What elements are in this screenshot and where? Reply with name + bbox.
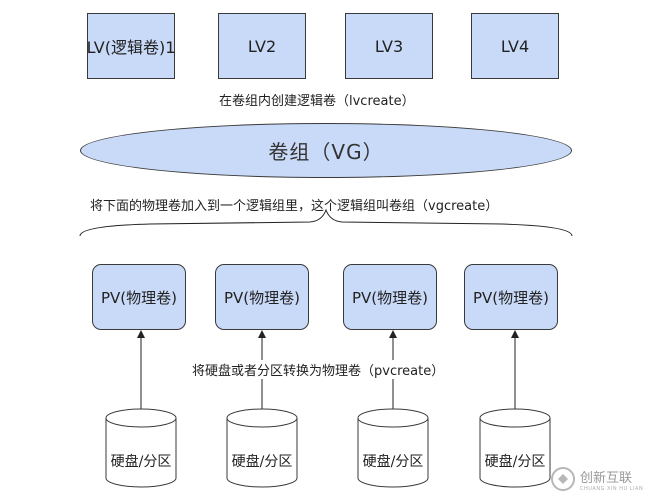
pv-box-2: PV(物理卷) [215,264,309,330]
pv-box-3: PV(物理卷) [343,264,437,330]
cylinder-icon [226,408,298,488]
disk-label: 硬盘/分区 [231,454,293,470]
lv-box-3: LV3 [345,13,433,79]
lv-box-1: LV(逻辑卷)1 [87,13,175,79]
cylinder-icon [479,408,551,488]
volume-group-label: 卷组（VG） [268,140,384,164]
watermark-subtext: CHUANG XIN HU LIAN [580,485,644,492]
disk-label: 硬盘/分区 [362,454,424,470]
disk-cylinder-2: 硬盘/分区 [226,408,298,488]
lv-box-2: LV2 [218,13,306,79]
lv-box-4: LV4 [471,13,559,79]
pvcreate-caption: 将硬盘或者分区转换为物理卷（pvcreate） [190,360,447,379]
disk-cylinder-3: 硬盘/分区 [357,408,429,488]
watermark: 创新互联 CHUANG XIN HU LIAN [550,462,646,496]
cylinder-icon [105,408,177,488]
disk-cylinder-1: 硬盘/分区 [105,408,177,488]
disk-label: 硬盘/分区 [484,454,546,470]
disk-cylinder-4: 硬盘/分区 [479,408,551,488]
pv-box-1: PV(物理卷) [92,264,186,330]
watermark-text: 创新互联 [580,470,633,486]
volume-group-ellipse: 卷组（VG） [80,123,572,178]
watermark-logo-icon [551,467,575,491]
lvcreate-caption: 在卷组内创建逻辑卷（lvcreate） [219,94,415,109]
vg-brace [79,208,573,237]
vgcreate-caption: 将下面的物理卷加入到一个逻辑组里，这个逻辑组叫卷组（vgcreate） [90,199,499,214]
pv-box-4: PV(物理卷) [464,264,558,330]
disk-label: 硬盘/分区 [110,454,172,470]
cylinder-icon [357,408,429,488]
